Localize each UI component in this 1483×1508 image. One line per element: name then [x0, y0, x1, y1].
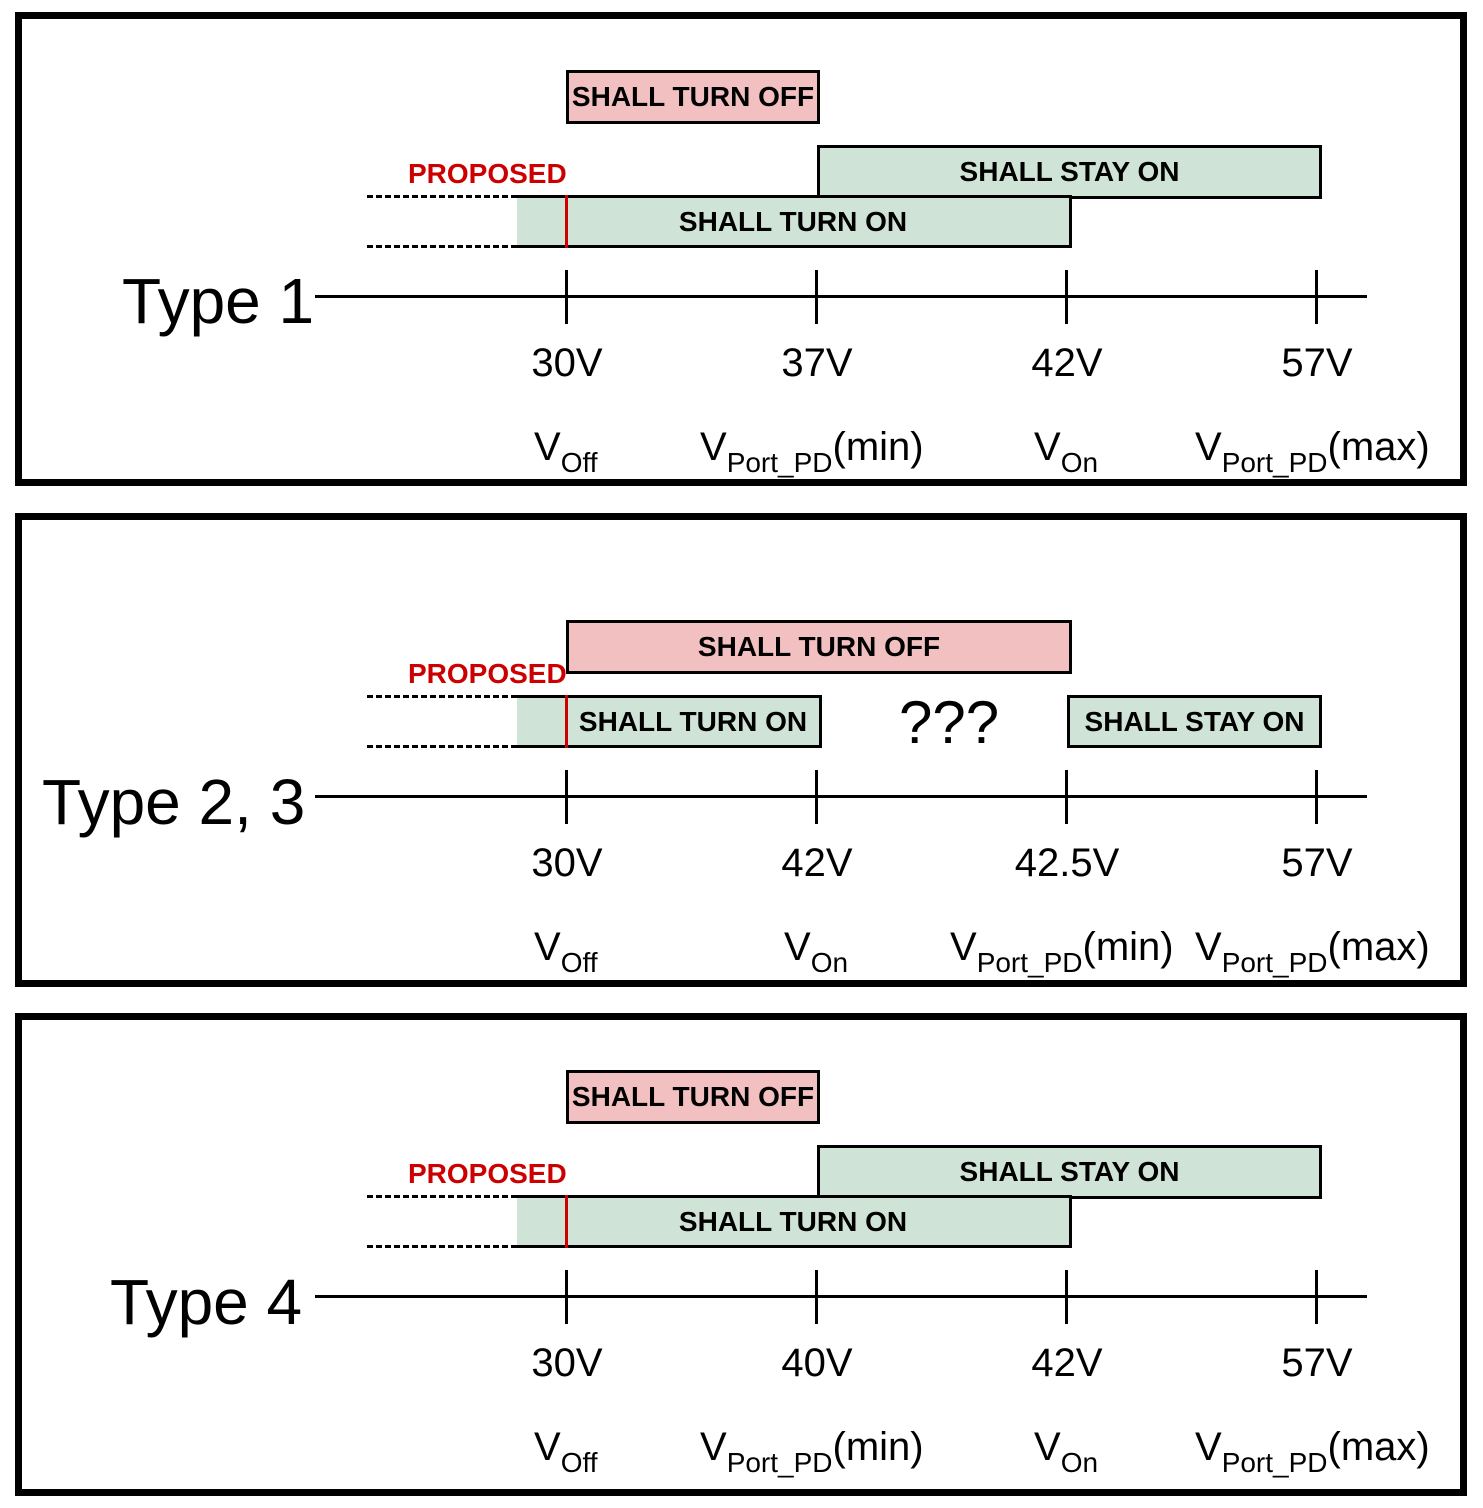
shall-turn-on-bar: SHALL TURN ON — [517, 1195, 1072, 1248]
type-label: Type 2, 3 — [42, 766, 306, 838]
voltage-axis — [315, 795, 1367, 798]
v-on-label: VOn — [1034, 1425, 1099, 1478]
v-port-pd-min-label: VPort_PD(min) — [700, 425, 924, 478]
tick-mark — [1315, 1270, 1318, 1324]
tick-mark — [815, 770, 818, 824]
tick-value: 40V — [781, 1341, 853, 1385]
tick-value: 37V — [781, 341, 853, 385]
v-port-pd-max-label: VPort_PD(max) — [1195, 425, 1430, 478]
proposed-label: PROPOSED — [408, 658, 567, 689]
tick-mark — [815, 1270, 818, 1324]
panel-type-4: Type 4 SHALL TURN OFF SHALL STAY ON PROP… — [15, 1013, 1467, 1496]
proposed-label: PROPOSED — [408, 158, 567, 189]
dashed-extension-bottom — [367, 245, 517, 248]
v-on-label: VOn — [784, 925, 849, 978]
proposed-marker-line — [565, 195, 568, 248]
panel-type-1: Type 1 SHALL TURN OFF SHALL STAY ON PROP… — [15, 12, 1467, 486]
shall-stay-on-bar: SHALL STAY ON — [1067, 695, 1322, 748]
shall-turn-on-bar: SHALL TURN ON — [517, 695, 822, 748]
tick-value: 42V — [1031, 1341, 1103, 1385]
dashed-extension-top — [367, 1195, 517, 1198]
shall-stay-on-bar: SHALL STAY ON — [817, 1145, 1322, 1199]
tick-mark — [565, 270, 568, 324]
tick-value: 57V — [1281, 1341, 1353, 1385]
voltage-axis — [315, 295, 1367, 298]
proposed-label: PROPOSED — [408, 1158, 567, 1189]
v-port-pd-max-label: VPort_PD(max) — [1195, 1425, 1430, 1478]
tick-mark — [1315, 770, 1318, 824]
type-label: Type 4 — [110, 1266, 303, 1338]
shall-turn-off-bar: SHALL TURN OFF — [566, 620, 1072, 674]
panel-type-2-3: Type 2, 3 SHALL TURN OFF PROPOSED SHALL … — [15, 513, 1467, 987]
tick-value: 30V — [531, 341, 603, 385]
type-label: Type 1 — [122, 265, 315, 337]
dashed-extension-top — [367, 195, 517, 198]
tick-value: 57V — [1281, 841, 1353, 885]
tick-mark — [565, 1270, 568, 1324]
dashed-extension-bottom — [367, 745, 517, 748]
tick-value: 57V — [1281, 341, 1353, 385]
v-off-label: VOff — [534, 425, 598, 478]
tick-mark — [1065, 270, 1068, 324]
tick-mark — [565, 770, 568, 824]
tick-mark — [815, 270, 818, 324]
v-port-pd-min-label: VPort_PD(min) — [950, 925, 1174, 978]
v-off-label: VOff — [534, 925, 598, 978]
v-off-label: VOff — [534, 1425, 598, 1478]
tick-value: 42V — [1031, 341, 1103, 385]
voltage-axis — [315, 1295, 1367, 1298]
shall-turn-off-bar: SHALL TURN OFF — [566, 1070, 820, 1124]
dashed-extension-top — [367, 695, 517, 698]
dashed-extension-bottom — [367, 1245, 517, 1248]
v-on-label: VOn — [1034, 425, 1099, 478]
tick-mark — [1315, 270, 1318, 324]
shall-turn-on-bar: SHALL TURN ON — [517, 195, 1072, 248]
proposed-marker-line — [565, 1195, 568, 1248]
tick-value: 30V — [531, 841, 603, 885]
unknown-region-label: ??? — [899, 689, 1000, 756]
tick-mark — [1065, 770, 1068, 824]
tick-value: 30V — [531, 1341, 603, 1385]
tick-mark — [1065, 1270, 1068, 1324]
v-port-pd-min-label: VPort_PD(min) — [700, 1425, 924, 1478]
v-port-pd-max-label: VPort_PD(max) — [1195, 925, 1430, 978]
shall-turn-off-bar: SHALL TURN OFF — [566, 70, 820, 124]
tick-value: 42V — [781, 841, 853, 885]
shall-stay-on-bar: SHALL STAY ON — [817, 145, 1322, 199]
proposed-marker-line — [565, 695, 568, 748]
tick-value: 42.5V — [1014, 841, 1120, 885]
